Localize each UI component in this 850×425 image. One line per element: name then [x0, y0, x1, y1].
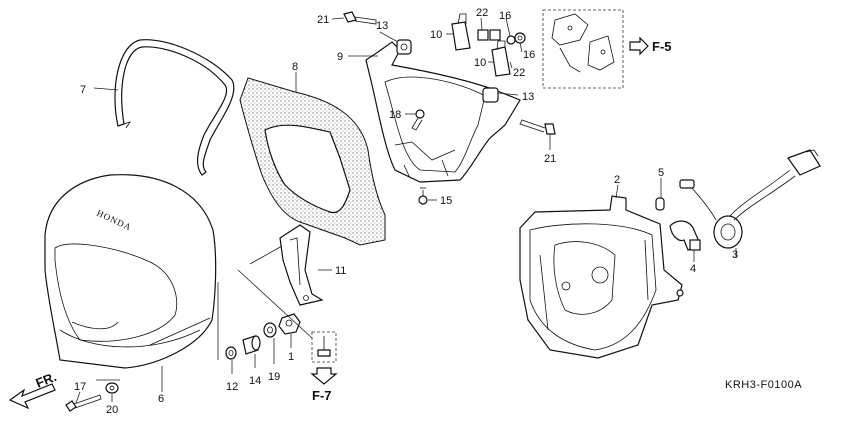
callout-15: 15: [440, 195, 452, 207]
guard-bar-part: [114, 39, 235, 176]
callout-16-upper: 16: [499, 10, 511, 22]
ref-inset-f5: F-5: [542, 9, 672, 89]
callout-22-lower: 22: [513, 67, 525, 79]
washer-part-12: [225, 346, 237, 360]
callout-5: 5: [658, 167, 664, 179]
bolt-part-upper: [343, 11, 377, 25]
callout-18: 18: [389, 109, 401, 121]
callout-4: 4: [690, 263, 696, 275]
leader-lines: [75, 17, 737, 404]
headlight-cowl-part: HONDA: [44, 174, 217, 369]
collar-part-lower: [482, 87, 499, 103]
stay-part: [279, 224, 324, 306]
nut-part-1: [278, 313, 301, 335]
front-label: FR.: [34, 369, 59, 391]
rubber-part-19: [263, 322, 277, 338]
inner-panel-part: [239, 77, 386, 246]
diagram-code: KRH3-F0100A: [725, 379, 802, 391]
callout-6: 6: [158, 393, 164, 405]
callout-8: 8: [292, 61, 298, 73]
ref-f7-label: F-7: [312, 388, 332, 403]
bolt-part-17: [65, 394, 102, 412]
bolt-part-f7: F-7: [310, 331, 338, 403]
callout-2: 2: [614, 174, 620, 186]
callout-10-lower: 10: [474, 57, 486, 69]
headlight-bulb-part: [669, 220, 701, 251]
front-direction-arrow: FR.: [8, 369, 59, 410]
position-bulb-part: [655, 197, 665, 211]
headlight-unit-part: [519, 195, 684, 359]
bracket-part-upper: [451, 13, 471, 51]
callout-3: 3: [732, 249, 738, 261]
callout-11: 11: [335, 265, 346, 277]
callout-7: 7: [80, 84, 86, 96]
headlight-case-part: [365, 41, 521, 183]
ref-f5-label: F-5: [652, 39, 672, 54]
callout-13-upper: 13: [376, 20, 388, 32]
callout-9: 9: [337, 51, 343, 63]
callout-10-upper: 10: [430, 29, 442, 41]
callout-14: 14: [249, 375, 261, 387]
callout-20: 20: [106, 404, 118, 416]
bracket-part-lower: [491, 40, 511, 77]
callout-17: 17: [74, 381, 86, 393]
callout-21-lower: 21: [544, 153, 556, 165]
socket-harness-part: [679, 149, 821, 249]
screw-part-15: [418, 187, 428, 205]
screw-part-18: [411, 109, 425, 131]
callout-19: 19: [268, 371, 280, 383]
callout-13-lower: 13: [522, 91, 534, 103]
clip-part-upper: [477, 29, 501, 41]
collar-part-upper: [396, 39, 412, 55]
callout-21-upper: 21: [317, 14, 329, 26]
washer-part-20: [105, 382, 119, 394]
bolt-part-lower: [519, 119, 556, 135]
grommet-part-14: [242, 335, 261, 355]
callout-12: 12: [226, 381, 238, 393]
callout-16-lower: 16: [523, 49, 535, 61]
callouts: 7 8 9 21 13 10 10 22 22 16 16 13 21 18 1…: [74, 7, 738, 416]
callout-22-upper: 22: [476, 7, 488, 19]
callout-1: 1: [288, 351, 294, 363]
